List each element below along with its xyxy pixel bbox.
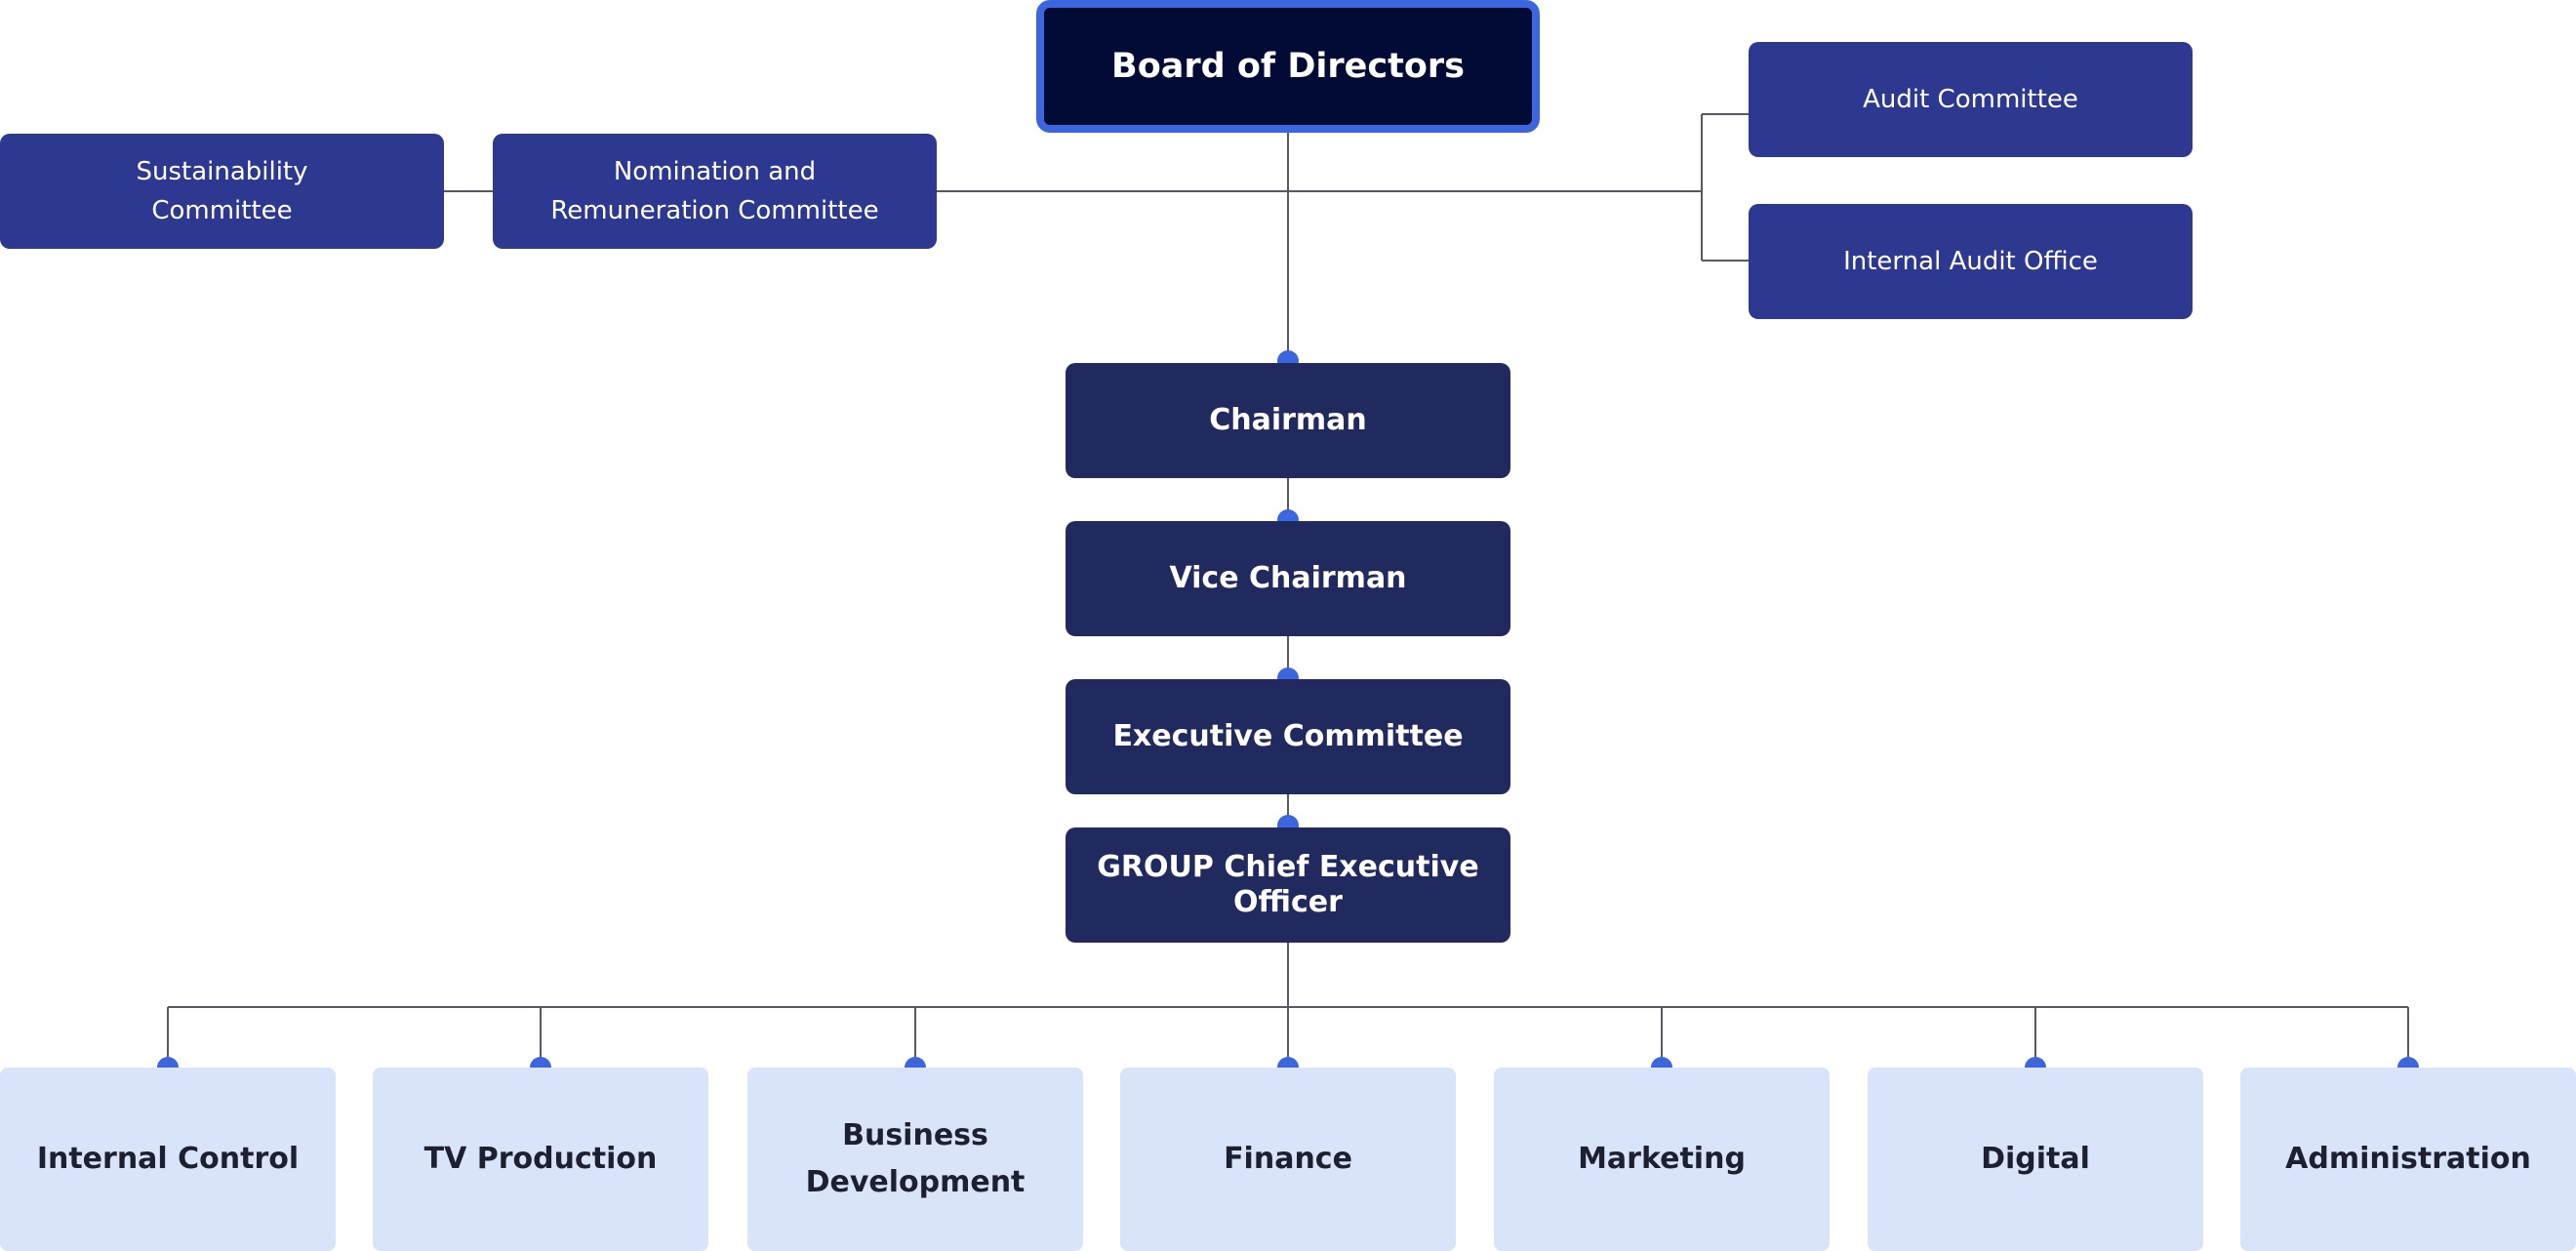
department-business-development: Business Development [747, 1068, 1083, 1251]
board-of-directors: Board of Directors [1036, 0, 1540, 133]
department-digital: Digital [1868, 1068, 2203, 1251]
sustainability-committee: Sustainability Committee [0, 134, 444, 249]
department-tv-production: TV Production [373, 1068, 708, 1251]
marketing-label: Marketing [1578, 1142, 1746, 1176]
nomination-line2: Remuneration Committee [550, 196, 879, 225]
nomination-remuneration-committee: Nomination and Remuneration Committee [493, 134, 937, 249]
finance-label: Finance [1224, 1142, 1352, 1176]
chairman-label: Chairman [1209, 403, 1367, 437]
chairman-box: Chairman [1066, 363, 1510, 478]
department-finance: Finance [1120, 1068, 1456, 1251]
internal-control-label: Internal Control [36, 1142, 300, 1176]
department-internal-control: Internal Control [0, 1068, 336, 1251]
internal-audit-office: Internal Audit Office [1749, 204, 2193, 319]
sustainability-line1: Sustainability [136, 157, 308, 186]
business-development-line2: Development [805, 1165, 1026, 1199]
vice-chairman-box: Vice Chairman [1066, 521, 1510, 636]
internal-audit-label: Internal Audit Office [1843, 247, 2098, 276]
nomination-line1: Nomination and [613, 157, 817, 186]
group-ceo-line2: Officer [1233, 885, 1343, 919]
department-marketing: Marketing [1494, 1068, 1830, 1251]
executive-committee-box: Executive Committee [1066, 679, 1510, 794]
audit-committee-label: Audit Committee [1863, 85, 2078, 114]
audit-committee: Audit Committee [1749, 42, 2193, 157]
digital-label: Digital [1981, 1142, 2090, 1176]
administration-label: Administration [2285, 1142, 2531, 1176]
board-label: Board of Directors [1111, 47, 1465, 86]
group-ceo-box: GROUP Chief Executive Officer [1066, 827, 1510, 943]
vice-chairman-label: Vice Chairman [1169, 561, 1407, 595]
department-administration: Administration [2240, 1068, 2576, 1251]
sustainability-line2: Committee [151, 196, 293, 225]
executive-committee-label: Executive Committee [1112, 719, 1464, 753]
group-ceo-line1: GROUP Chief Executive [1097, 850, 1479, 884]
tv-production-label: TV Production [423, 1142, 658, 1176]
business-development-line1: Business [842, 1118, 988, 1152]
